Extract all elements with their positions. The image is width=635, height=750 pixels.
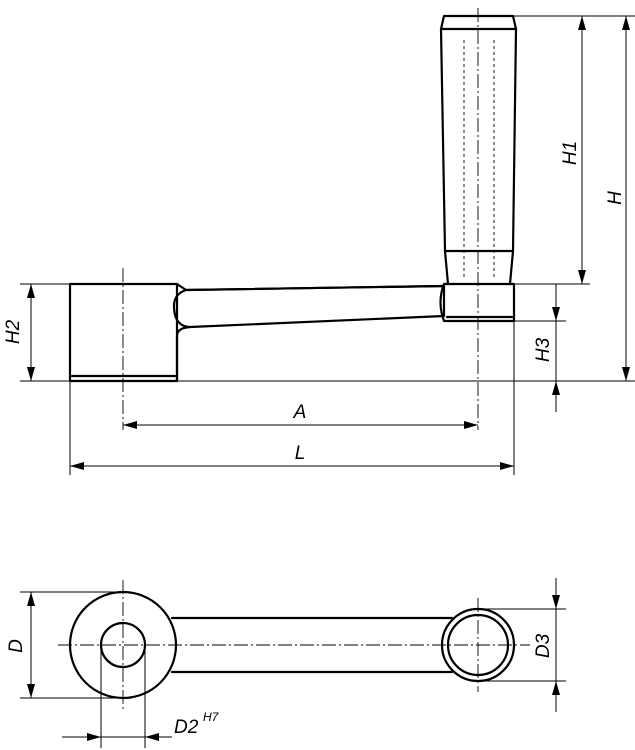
dimension-label-h3: H3: [533, 337, 554, 362]
dimension-h3: H3: [533, 284, 560, 412]
dimension-label-h: H: [605, 191, 626, 205]
handle-boss: [439, 282, 516, 323]
tolerance-label-h7: H7: [203, 710, 220, 724]
dimension-h: H: [605, 16, 630, 381]
handle-grip: [439, 14, 518, 286]
dimension-label-h2: H2: [3, 319, 24, 344]
dimension-d3: D3: [533, 578, 560, 712]
dimension-d2: D2 H7: [62, 710, 220, 741]
dimension-label-d3: D3: [533, 633, 554, 658]
top-view: D D3 D2 H7: [6, 578, 566, 748]
dimension-label-d2: D2: [174, 717, 199, 738]
dimension-label-h1: H1: [560, 141, 581, 165]
dimension-l: L: [70, 443, 514, 470]
dimension-h2: H2: [3, 284, 35, 381]
crank-arm-top: [184, 284, 446, 292]
hub-block: [68, 282, 179, 383]
dimension-a: A: [123, 402, 478, 429]
side-view: H1 H H3 H2 A: [3, 8, 635, 475]
dimension-label-d: D: [6, 639, 27, 653]
crank-arm-neck: [175, 325, 192, 383]
dimension-label-l: L: [295, 443, 306, 464]
dimension-h1: H1: [560, 16, 586, 284]
dimension-label-a: A: [293, 402, 307, 423]
dimension-d: D: [6, 592, 35, 698]
